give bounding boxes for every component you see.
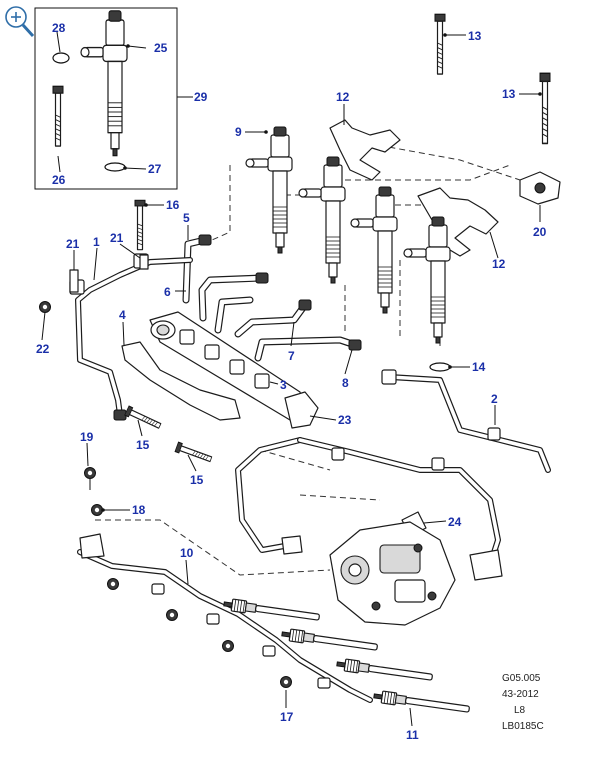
bolt-15a [124, 405, 163, 432]
zoom-in-icon[interactable] [5, 6, 35, 38]
callout-7: 7 [288, 349, 295, 363]
clip-21a [69, 269, 79, 293]
callout-25: 25 [154, 41, 168, 55]
bolt-18 [91, 504, 103, 516]
injector-bolt-13a [434, 13, 446, 75]
callout-18: 18 [132, 503, 146, 517]
callout-4: 4 [119, 308, 126, 322]
pipe-6 [198, 272, 269, 334]
callout-23: 23 [338, 413, 352, 427]
injector-4 [403, 216, 451, 344]
bolt-22 [39, 301, 51, 313]
callout-3: 3 [280, 378, 287, 392]
callout-12-upper: 12 [336, 90, 350, 104]
callout-1: 1 [93, 235, 100, 249]
callout-9: 9 [235, 125, 242, 139]
harness-2 [235, 369, 551, 581]
callout-10: 10 [180, 546, 194, 560]
inset-seal-ring [52, 52, 70, 64]
callout-26: 26 [52, 173, 66, 187]
callout-21-right: 21 [110, 231, 124, 245]
callout-17: 17 [280, 710, 294, 724]
callout-13-right: 13 [502, 87, 516, 101]
inset-injector [80, 10, 128, 172]
injector-1 [245, 126, 293, 254]
callout-29: 29 [194, 90, 208, 104]
injector-3 [350, 186, 398, 314]
nut-17b [166, 609, 178, 621]
pipe-7 [234, 299, 312, 338]
callout-28: 28 [52, 21, 66, 35]
callout-19: 19 [80, 430, 94, 444]
fuel-pump [329, 521, 456, 626]
bolt-16 [134, 199, 146, 251]
callout-13-upper: 13 [468, 29, 482, 43]
callout-27: 27 [148, 162, 162, 176]
inset-bolt [52, 85, 64, 147]
callout-11: 11 [406, 728, 419, 742]
reference-engine: L8 [514, 705, 526, 716]
injector-bolt-13b [539, 72, 551, 145]
callout-22: 22 [36, 342, 50, 356]
pipe-5 [182, 234, 212, 304]
inset-box [34, 7, 193, 190]
glowplug-harness-10 [77, 533, 373, 703]
rail-bracket-4 [121, 341, 241, 421]
glowplug-1 [222, 597, 321, 624]
callout-21-left: 21 [66, 237, 80, 251]
fuel-rail-3 [149, 311, 319, 429]
callouts: 28 25 29 27 26 13 13 12 9 16 5 20 21 1 2… [36, 21, 547, 742]
injector-2 [298, 156, 346, 284]
mounting-bracket-20 [519, 171, 561, 205]
glowplug-4 [372, 689, 471, 716]
callout-5: 5 [183, 211, 190, 225]
leader-lines [41, 31, 542, 727]
bolt-19 [84, 467, 96, 490]
nut-17c [222, 640, 234, 652]
pipe-8 [254, 336, 362, 362]
callout-2: 2 [491, 392, 498, 406]
bolt-15b [174, 441, 214, 465]
reference-date: 43-2012 [502, 689, 539, 700]
reference-drawing: LB0185C [502, 721, 544, 732]
callout-14: 14 [472, 360, 486, 374]
glowplug-3 [335, 657, 434, 684]
glowplug-2 [280, 627, 379, 654]
injector-clamp-upper [329, 119, 401, 181]
callout-8: 8 [342, 376, 349, 390]
nut-17a [107, 578, 119, 590]
callout-15-upper: 15 [136, 438, 150, 452]
callout-6: 6 [164, 285, 171, 299]
reference-code: G05.005 [502, 673, 541, 684]
seal-ring-14 [429, 362, 451, 372]
callout-16: 16 [166, 198, 180, 212]
reference-block: G05.005 43-2012 L8 LB0185C [502, 673, 544, 732]
callout-12-lower: 12 [492, 257, 506, 271]
callout-15-lower: 15 [190, 473, 204, 487]
clip-21b [139, 254, 149, 270]
callout-20: 20 [533, 225, 547, 239]
callout-24: 24 [448, 515, 462, 529]
nut-17d [280, 676, 292, 688]
